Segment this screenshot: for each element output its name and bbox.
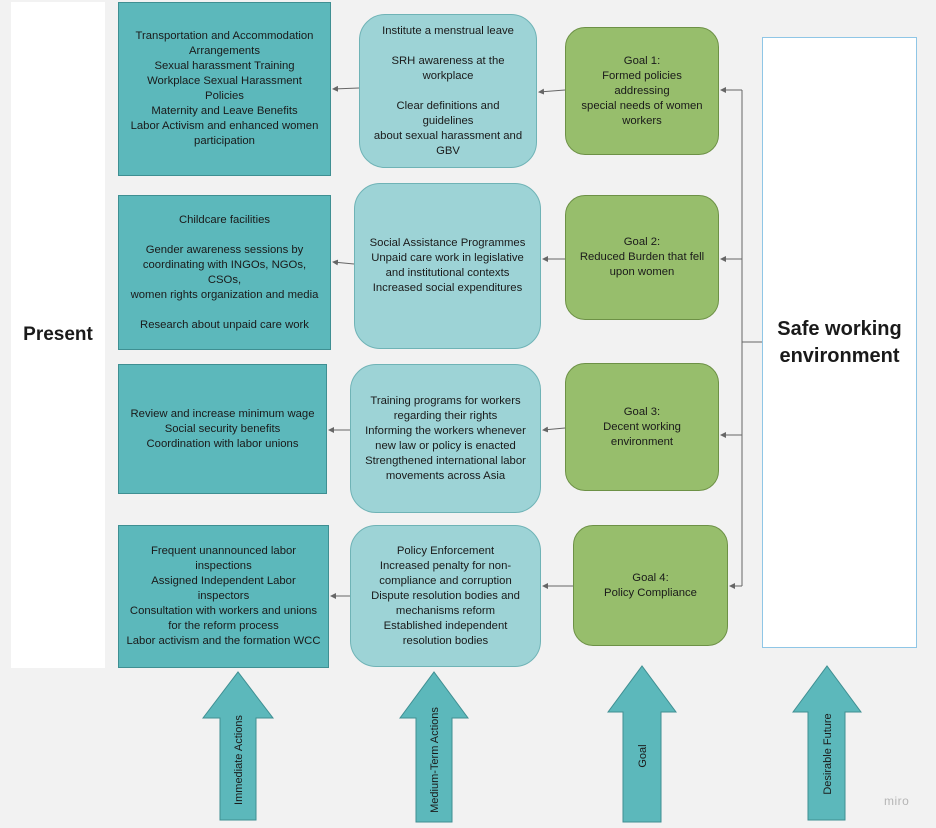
- goal-text-2: Goal 2: Reduced Burden that fell upon wo…: [579, 236, 705, 278]
- medium-term-actions-text-3: Training programs for workers regarding …: [365, 394, 526, 482]
- goal-3-to-medium-3-arrow: [542, 426, 566, 433]
- medium-term-actions-arrow: Medium-Term Actions: [399, 671, 469, 823]
- medium-term-actions-arrow-label: Medium-Term Actions: [429, 707, 441, 813]
- present-label: Present: [23, 324, 93, 345]
- immediate-actions-box-4[interactable]: Frequent unannounced labor inspections A…: [118, 525, 329, 668]
- desirable-future-arrow-label: Desirable Future: [822, 713, 834, 794]
- medium-term-actions-box-3[interactable]: Training programs for workers regarding …: [350, 364, 541, 513]
- present-panel: Present: [11, 2, 105, 668]
- medium-term-actions-box-4[interactable]: Policy Enforcement Increased penalty for…: [350, 525, 541, 667]
- miro-watermark: miro: [884, 794, 910, 808]
- safe-working-environment-box[interactable]: Safe working environment: [762, 37, 917, 648]
- safe-working-environment-label: Safe working environment: [777, 317, 902, 367]
- medium-1-to-immediate-1-arrow: [332, 85, 360, 92]
- immediate-actions-arrow-label: Immediate Actions: [233, 715, 245, 805]
- goal-box-2[interactable]: Goal 2: Reduced Burden that fell upon wo…: [565, 195, 719, 320]
- goal-arrow-label: Goal: [637, 744, 649, 767]
- goal-text-1: Goal 1: Formed policies addressing speci…: [581, 54, 703, 127]
- goal-box-3[interactable]: Goal 3: Decent working environment: [565, 363, 719, 491]
- goal-text-4: Goal 4: Policy Compliance: [604, 571, 697, 599]
- medium-2-to-immediate-2-arrow: [332, 259, 355, 266]
- medium-term-actions-box-2[interactable]: Social Assistance Programmes Unpaid care…: [354, 183, 541, 349]
- immediate-actions-box-1[interactable]: Transportation and Accommodation Arrange…: [118, 2, 331, 176]
- immediate-actions-box-2[interactable]: Childcare facilities Gender awareness se…: [118, 195, 331, 350]
- goal-box-1[interactable]: Goal 1: Formed policies addressing speci…: [565, 27, 719, 155]
- medium-term-actions-text-1: Institute a menstrual leave SRH awarenes…: [373, 24, 523, 157]
- goal-box-4[interactable]: Goal 4: Policy Compliance: [573, 525, 728, 646]
- goal-text-3: Goal 3: Decent working environment: [603, 405, 681, 448]
- immediate-actions-arrow: Immediate Actions: [201, 671, 275, 821]
- immediate-actions-text-2: Childcare facilities Gender awareness se…: [130, 213, 319, 331]
- immediate-actions-text-1: Transportation and Accommodation Arrange…: [130, 30, 319, 147]
- medium-term-actions-text-4: Policy Enforcement Increased penalty for…: [371, 544, 520, 647]
- desirable-future-arrow: Desirable Future: [792, 665, 862, 821]
- goal-1-to-medium-1-arrow: [538, 88, 566, 95]
- goal-arrow: Goal: [607, 665, 677, 823]
- goal-bracket-connector: [720, 87, 762, 589]
- medium-term-actions-text-2: Social Assistance Programmes Unpaid care…: [369, 237, 526, 294]
- immediate-actions-text-3: Review and increase minimum wage Social …: [130, 407, 315, 450]
- immediate-actions-box-3[interactable]: Review and increase minimum wage Social …: [118, 364, 327, 494]
- immediate-actions-text-4: Frequent unannounced labor inspections A…: [126, 545, 321, 647]
- medium-term-actions-box-1[interactable]: Institute a menstrual leave SRH awarenes…: [359, 14, 537, 168]
